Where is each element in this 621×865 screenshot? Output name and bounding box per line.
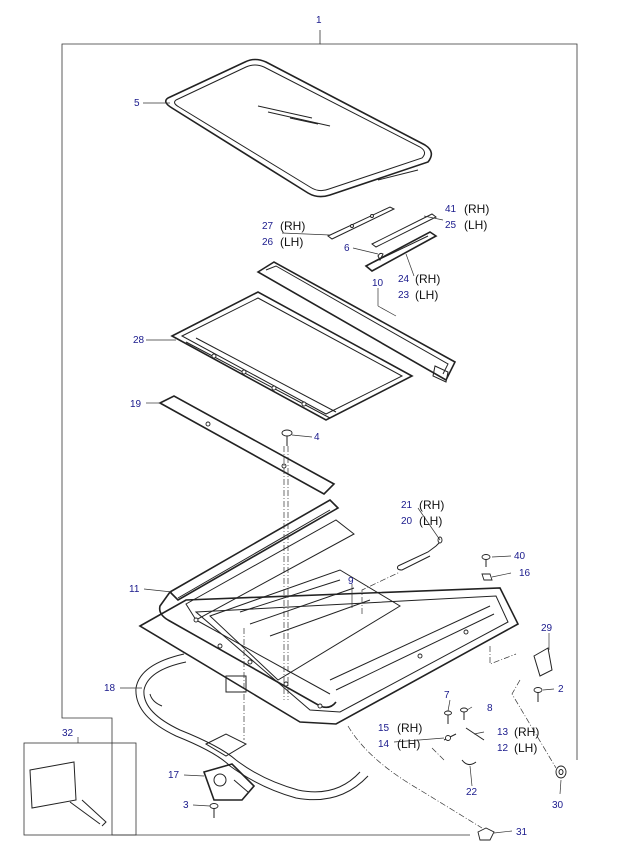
nut-16 bbox=[481, 573, 493, 581]
callout-3: 3 bbox=[183, 800, 189, 811]
callout-5: 5 bbox=[134, 98, 140, 109]
side-label-12-lh: (LH) bbox=[514, 741, 537, 755]
glass-panel bbox=[164, 58, 433, 198]
drive-cable-bracket bbox=[397, 536, 443, 571]
side-label-15-rh: (RH) bbox=[397, 721, 422, 735]
side-label-24-rh: (RH) bbox=[415, 272, 440, 286]
callout-28: 28 bbox=[133, 335, 145, 346]
side-label-41-rh: (RH) bbox=[464, 202, 489, 216]
callout-2: 2 bbox=[558, 684, 564, 695]
callout-29: 29 bbox=[541, 623, 553, 634]
callout-25: 25 bbox=[445, 220, 457, 231]
callout-20: 20 bbox=[401, 516, 413, 527]
screw-40 bbox=[481, 554, 491, 567]
sunroof-housing bbox=[138, 569, 520, 725]
side-label-27-rh: (RH) bbox=[280, 219, 305, 233]
leader-lines bbox=[77, 102, 562, 834]
callout-labels: 1 5 27 26 6 41 25 24 23 10 28 19 4 21 20… bbox=[62, 15, 564, 838]
side-label-20-lh: (LH) bbox=[419, 514, 442, 528]
front-rail bbox=[256, 261, 457, 383]
callout-10: 10 bbox=[372, 278, 384, 289]
screw-7 bbox=[444, 710, 452, 724]
callout-15: 15 bbox=[378, 723, 390, 734]
grommet-30 bbox=[555, 765, 567, 779]
side-label-14-lh: (LH) bbox=[397, 737, 420, 751]
callout-8: 8 bbox=[487, 703, 493, 714]
bolt-2 bbox=[533, 687, 543, 702]
callout-21: 21 bbox=[401, 500, 413, 511]
callout-12: 12 bbox=[497, 743, 509, 754]
drain-hoses bbox=[135, 653, 369, 801]
screw-3 bbox=[209, 803, 219, 818]
callout-40: 40 bbox=[514, 551, 526, 562]
callout-41: 41 bbox=[445, 204, 457, 215]
callout-17: 17 bbox=[168, 770, 180, 781]
callout-6: 6 bbox=[344, 243, 350, 254]
side-label-25-lh: (LH) bbox=[464, 218, 487, 232]
callout-27: 27 bbox=[262, 221, 274, 232]
callout-23: 23 bbox=[398, 290, 410, 301]
callout-26: 26 bbox=[262, 237, 274, 248]
bracket-29 bbox=[533, 647, 553, 677]
callout-30: 30 bbox=[552, 800, 564, 811]
callout-24: 24 bbox=[398, 274, 410, 285]
callout-14: 14 bbox=[378, 739, 390, 750]
callout-22: 22 bbox=[466, 787, 478, 798]
callout-16: 16 bbox=[519, 568, 531, 579]
sunshade bbox=[170, 291, 414, 421]
side-labels: (RH) (LH) (RH) (LH) (RH) (LH) (RH) (LH) … bbox=[280, 202, 539, 755]
sunroof-frame bbox=[158, 499, 355, 709]
screw-4 bbox=[281, 429, 293, 446]
callout-31: 31 bbox=[516, 827, 528, 838]
screw-8 bbox=[460, 707, 468, 720]
callout-1: 1 bbox=[316, 15, 322, 26]
callout-9: 9 bbox=[348, 576, 354, 587]
side-label-13-rh: (RH) bbox=[514, 725, 539, 739]
callout-19: 19 bbox=[130, 399, 142, 410]
side-label-26-lh: (LH) bbox=[280, 235, 303, 249]
callout-13: 13 bbox=[497, 727, 509, 738]
callout-7: 7 bbox=[444, 690, 450, 701]
deflector-link-parts bbox=[327, 206, 438, 272]
callout-11: 11 bbox=[129, 584, 140, 595]
nut-31 bbox=[477, 827, 495, 841]
callout-32: 32 bbox=[62, 728, 74, 739]
side-label-21-rh: (RH) bbox=[419, 498, 444, 512]
sunroof-motor bbox=[202, 733, 256, 801]
callout-18: 18 bbox=[104, 683, 116, 694]
callout-4: 4 bbox=[314, 432, 320, 443]
manual-handle-kit bbox=[23, 742, 137, 836]
alignment-lines bbox=[243, 446, 557, 829]
side-label-23-lh: (LH) bbox=[415, 288, 438, 302]
